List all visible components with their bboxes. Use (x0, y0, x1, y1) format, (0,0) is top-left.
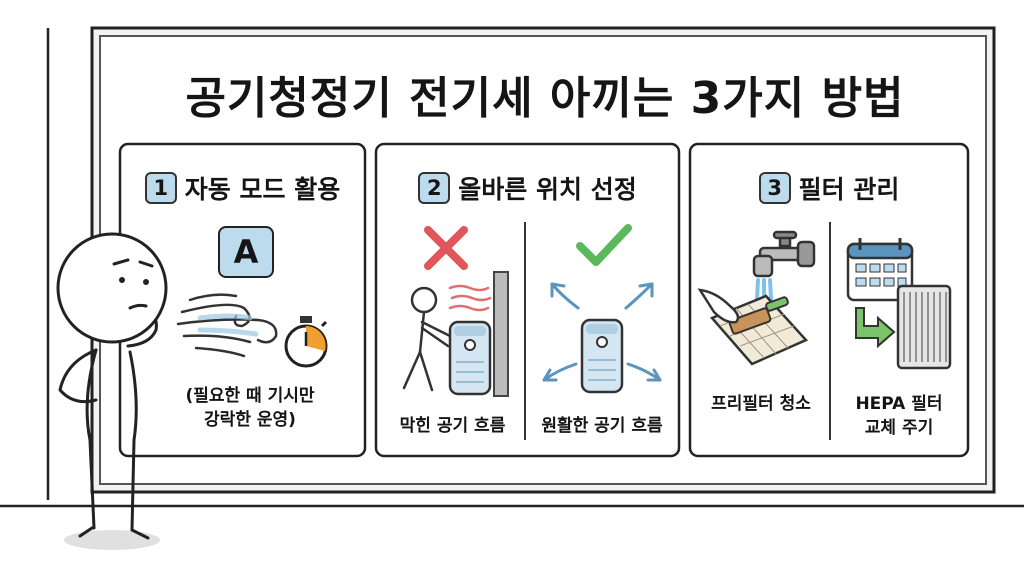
hepa-caption-line-2: 교체 주기 (864, 418, 934, 438)
auto-mode-badge: A (218, 226, 274, 278)
free-airflow-caption: 원활한 공기 흐름 (541, 416, 663, 436)
stopwatch-icon (284, 316, 328, 368)
blocked-airflow-caption: 막힌 공기 흐름 (399, 416, 506, 436)
auto-mode-caption-line-2: 강락한 운영) (204, 410, 296, 430)
section-1-number: 1 (144, 172, 177, 204)
section-3-heading: 3 필터 관리 (690, 170, 968, 206)
air-purifier-blocked-icon (448, 320, 492, 396)
air-purifier-open-icon (580, 318, 624, 394)
cross-icon (424, 226, 468, 270)
hepa-filter-icon (896, 284, 952, 370)
section-1-title: 자동 모드 활용 (184, 175, 341, 204)
section-2-heading: 2 올바른 위치 선정 (376, 170, 679, 206)
wind-swirl-icon (176, 293, 278, 358)
wall-icon (493, 271, 509, 397)
section-2-title: 올바른 위치 선정 (458, 175, 637, 204)
section-3-title: 필터 관리 (798, 175, 900, 204)
section-3-number: 3 (758, 172, 791, 204)
section-1-heading: 1 자동 모드 활용 (120, 170, 365, 206)
free-airflow-arrows-icon (542, 282, 662, 382)
replace-arrow-icon (855, 307, 896, 349)
check-icon (576, 224, 632, 266)
pushing-person-icon (402, 286, 452, 392)
faucet-icon (752, 230, 816, 278)
room-background (0, 28, 1024, 508)
wind-fill-icon (197, 313, 259, 337)
brush-icon (728, 296, 789, 335)
hand-icon (697, 288, 740, 324)
hepa-caption: HEPA 필터 교체 주기 (832, 392, 966, 440)
blocked-airflow-icon (448, 284, 492, 312)
auto-mode-caption: (필요한 때 기시만 강락한 운영) (150, 384, 350, 432)
page-title: 공기청정기 전기세 아끼는 3가지 방법 (185, 73, 905, 124)
section-2-number: 2 (418, 172, 451, 204)
hepa-caption-line-1: HEPA 필터 (855, 394, 943, 414)
calendar-icon (846, 238, 914, 302)
auto-mode-caption-line-1: (필요한 때 기시만 (185, 386, 315, 406)
thinking-person-icon (56, 232, 168, 550)
prefilter-caption: 프리필터 청소 (711, 394, 811, 414)
